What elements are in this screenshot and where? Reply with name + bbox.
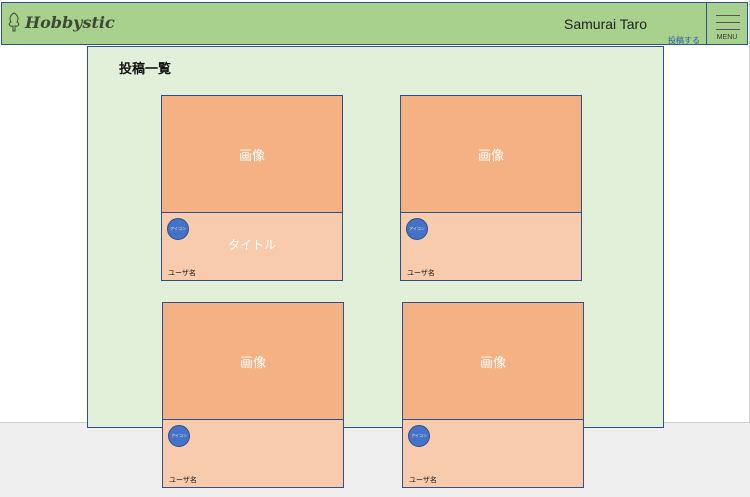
app-logo[interactable]: Hobbystic xyxy=(7,12,115,32)
post-card[interactable]: 画像 アイコン ユーザ名 xyxy=(402,302,584,488)
app-logo-text: Hobbystic xyxy=(25,12,115,32)
page-title: 投稿一覧 xyxy=(119,62,172,77)
user-name: Samurai Taro xyxy=(564,16,648,32)
post-user-name[interactable]: ユーザ名 xyxy=(409,476,437,484)
hamburger-icon-line xyxy=(716,22,740,23)
post-image: 画像 xyxy=(401,96,581,213)
post-image: 画像 xyxy=(163,303,343,420)
post-card[interactable]: 画像 アイコン タイトル ユーザ名 xyxy=(161,95,343,281)
new-post-link[interactable]: 投稿する xyxy=(668,36,700,45)
post-user-name[interactable]: ユーザ名 xyxy=(407,269,435,277)
menu-button[interactable]: MENU xyxy=(706,3,747,44)
avatar-icon[interactable]: アイコン xyxy=(167,218,189,240)
post-card[interactable]: 画像 アイコン ユーザ名 xyxy=(400,95,582,281)
post-image: 画像 xyxy=(403,303,583,420)
post-image-label: 画像 xyxy=(238,149,265,164)
post-image-label: 画像 xyxy=(479,356,506,371)
app-header: Hobbystic Samurai Taro 投稿する MENU xyxy=(1,2,748,45)
post-card[interactable]: 画像 アイコン ユーザ名 xyxy=(162,302,344,488)
post-image: 画像 xyxy=(162,96,342,213)
post-image-label: 画像 xyxy=(239,356,266,371)
hamburger-icon xyxy=(716,15,740,16)
menu-label: MENU xyxy=(716,34,738,41)
hamburger-icon-line xyxy=(716,29,740,30)
post-user-name[interactable]: ユーザ名 xyxy=(169,476,197,484)
leaf-icon xyxy=(8,12,20,32)
avatar-icon[interactable]: アイコン xyxy=(408,425,430,447)
post-title: タイトル xyxy=(227,238,276,252)
post-user-name[interactable]: ユーザ名 xyxy=(168,269,196,277)
post-image-label: 画像 xyxy=(477,149,504,164)
avatar-icon[interactable]: アイコン xyxy=(406,218,428,240)
avatar-icon[interactable]: アイコン xyxy=(168,425,190,447)
